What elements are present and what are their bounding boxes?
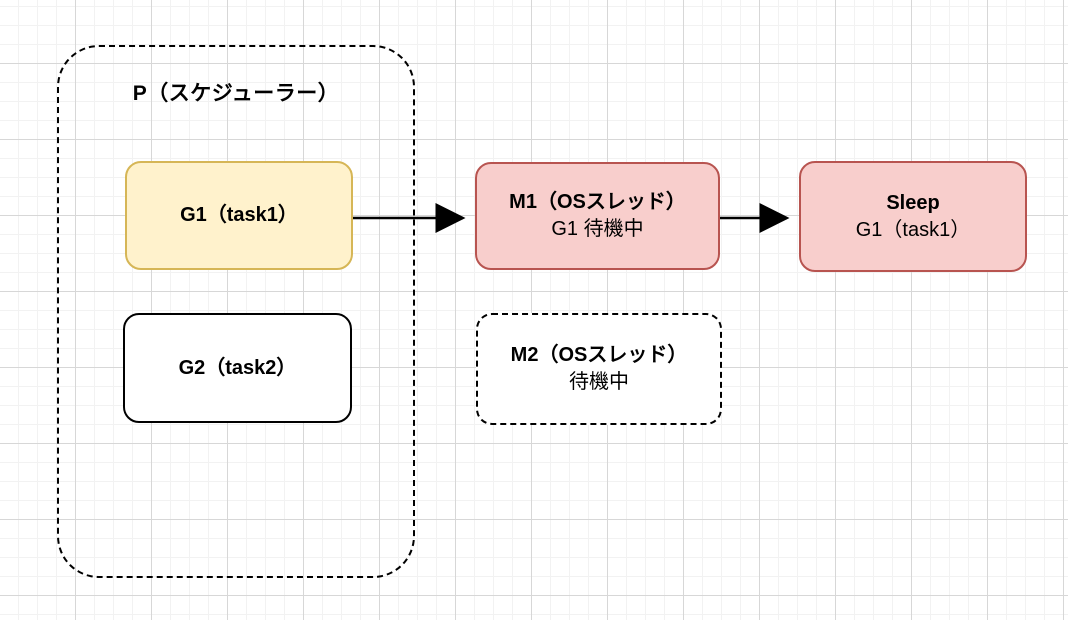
node-m1-title: M1（OSスレッド） <box>509 191 686 213</box>
node-sleep: Sleep G1（task1） <box>799 161 1027 272</box>
scheduler-group-title: P（スケジューラー） <box>132 82 340 105</box>
node-g1-label: G1（task1） <box>180 204 298 226</box>
node-sleep-subtitle: G1（task1） <box>855 218 971 241</box>
node-g2: G2（task2） <box>123 313 352 423</box>
node-m2-title: M2（OSスレッド） <box>510 344 688 366</box>
node-sleep-title: Sleep <box>886 191 940 214</box>
node-g1: G1（task1） <box>125 161 353 270</box>
node-m2: M2（OSスレッド） 待機中 <box>476 313 722 425</box>
scheduler-group-p: P（スケジューラー） <box>57 45 415 578</box>
node-m2-subtitle: 待機中 <box>569 371 629 393</box>
node-g2-label: G2（task2） <box>178 356 297 379</box>
node-m1-subtitle: G1 待機中 <box>551 218 644 240</box>
node-m1: M1（OSスレッド） G1 待機中 <box>475 162 720 270</box>
